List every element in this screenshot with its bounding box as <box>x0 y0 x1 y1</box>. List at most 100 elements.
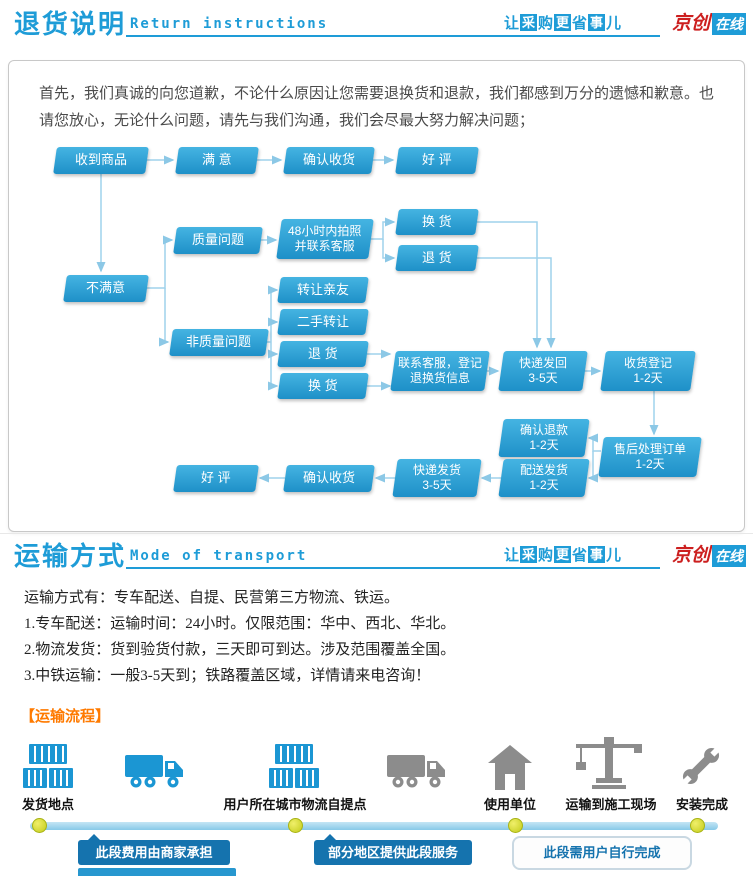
stop-label-origin: 发货地点 <box>21 797 74 812</box>
timeline-label-merchant-pays: 此段费用由商家承担 <box>78 834 230 865</box>
flow-node-label: 联系客服，登记 退换货信息 <box>397 356 482 385</box>
flow-node-non-quality-issue: 非质量问题 <box>169 329 269 356</box>
stop-label-installed: 安装完成 <box>675 797 728 812</box>
return-intro-text: 首先，我们真诚的向您道歉，不论什么原因让您需要退换货和退款，我们都感到万分的遗憾… <box>39 86 715 129</box>
tagline-char: 儿 <box>606 547 622 564</box>
flow-node-label: 二手转让 <box>296 313 349 329</box>
return-section-title: 退货说明 <box>14 10 127 39</box>
flow-node-label: 退 货 <box>308 345 338 361</box>
flow-node-label: 换 货 <box>308 377 338 393</box>
transport-flow-title: 【运输流程】 <box>20 708 111 725</box>
transport-section-subtitle: Mode of transport <box>130 548 308 564</box>
flow-node-receipt-register: 收货登记 1-2天 <box>600 351 696 391</box>
stop-label-user-unit: 使用单位 <box>483 797 536 812</box>
flow-node-give-to-friends: 转让亲友 <box>277 277 369 303</box>
flow-node-satisfied: 满 意 <box>175 147 259 174</box>
timeline-label-text: 此段费用由商家承担 <box>95 845 213 860</box>
tagline-char: 购 <box>538 547 554 564</box>
tagline-char: 让 <box>504 15 520 32</box>
transport-section-title: 运输方式 <box>14 542 127 571</box>
truck-icon <box>124 750 186 790</box>
wrench-icon <box>678 742 724 790</box>
flow-node-good-review: 好 评 <box>395 147 479 174</box>
section-divider <box>0 533 753 534</box>
flow-node-label: 转让亲友 <box>296 281 349 297</box>
flow-node-exchange-2: 换 货 <box>277 373 369 399</box>
flow-node-label: 满 意 <box>202 152 232 168</box>
tagline: 让采购更省事儿 <box>504 12 621 33</box>
flow-node-receive-goods: 收到商品 <box>53 147 149 174</box>
transport-description: 运输方式有：专车配送、自提、民营第三方物流、铁运。 1.专车配送：运输时间：24… <box>24 585 734 689</box>
tagline-char: 儿 <box>606 15 622 32</box>
flow-node-confirm-refund: 确认退款 1-2天 <box>498 419 590 457</box>
timeline-label-partial-service: 部分地区提供此段服务 <box>314 834 472 865</box>
flow-node-label: 收到商品 <box>74 152 127 168</box>
tagline-char-boxed: 更 <box>554 546 572 563</box>
brand-logo: 京创在线 <box>672 8 747 35</box>
timeline-label-user-complete: 此段需用户自行完成 <box>512 836 692 870</box>
flow-node-label: 好 评 <box>422 152 452 168</box>
truck-icon <box>386 750 448 790</box>
flow-node-confirm-receipt: 确认收货 <box>283 147 375 174</box>
brand-logo-text: 京创 <box>672 545 711 566</box>
transport-flow-visual: 发货地点 用户所在城市物流自提点 使用单位 运输到施工现场 安装完成 此段费用由… <box>0 728 753 876</box>
timeline-dot <box>32 818 47 833</box>
flow-node-label: 配送发货 1-2天 <box>519 463 568 492</box>
tagline: 让采购更省事儿 <box>504 544 621 565</box>
header-underline <box>126 567 660 569</box>
flow-node-label: 收货登记 1-2天 <box>623 356 672 385</box>
flow-node-label: 非质量问题 <box>186 334 252 350</box>
return-section-header: 退货说明 Return instructions 让采购更省事儿 京创在线 <box>0 4 753 44</box>
building-icon <box>488 744 532 790</box>
transport-line: 1.专车配送：运输时间：24小时。仅限范围：华中、西北、华北。 <box>24 616 456 632</box>
return-flow-panel: 首先，我们真诚的向您道歉，不论什么原因让您需要退换货和退款，我们都感到万分的遗憾… <box>8 60 745 532</box>
flow-node-label: 退 货 <box>422 249 452 265</box>
flow-node-label: 快递发货 3-5天 <box>412 463 461 492</box>
flow-node-good-review-2: 好 评 <box>173 465 259 492</box>
timeline-dot <box>288 818 303 833</box>
tagline-char-boxed: 更 <box>554 14 572 31</box>
tagline-char-boxed: 采 <box>520 14 538 31</box>
header-underline <box>126 35 660 37</box>
flow-node-label: 确认退款 1-2天 <box>519 423 568 452</box>
pointer-up-icon <box>324 834 336 840</box>
flow-node-secondhand-transfer: 二手转让 <box>277 309 369 335</box>
flow-node-exchange: 换 货 <box>395 209 479 235</box>
pointer-up-icon <box>88 834 100 840</box>
transport-section-header: 运输方式 Mode of transport 让采购更省事儿 京创在线 <box>0 536 753 576</box>
timeline-dot <box>508 818 523 833</box>
tagline-char-boxed: 采 <box>520 546 538 563</box>
timeline-label-text: 此段需用户自行完成 <box>543 845 661 860</box>
brand-logo-boxed-text: 在线 <box>712 545 747 567</box>
brand-logo-text: 京创 <box>672 13 711 34</box>
timeline-bar <box>30 822 718 830</box>
crane-icon <box>574 736 646 792</box>
flow-node-label: 售后处理订单 1-2天 <box>613 442 686 471</box>
transport-line: 运输方式有：专车配送、自提、民营第三方物流、铁运。 <box>24 590 400 606</box>
container-icon <box>268 742 320 790</box>
flow-node-aftersale-process: 售后处理订单 1-2天 <box>598 437 702 477</box>
flow-node-confirm-receipt-2: 确认收货 <box>283 465 375 492</box>
tagline-char-boxed: 事 <box>588 14 606 31</box>
flow-node-label: 确认收货 <box>302 152 355 168</box>
flow-node-label: 质量问题 <box>191 232 244 248</box>
stop-label-pickup-point: 用户所在城市物流自提点 <box>223 797 367 812</box>
flow-node-quality-issue: 质量问题 <box>173 227 263 254</box>
timeline-label-text: 部分地区提供此段服务 <box>327 845 458 860</box>
tagline-char: 省 <box>572 547 588 564</box>
return-section-subtitle: Return instructions <box>130 16 329 32</box>
flow-node-dispatch: 配送发货 1-2天 <box>498 459 590 497</box>
transport-line: 2.物流发货：货到验货付款，三天即可到达。涉及范围覆盖全国。 <box>24 642 456 658</box>
tagline-char: 省 <box>572 15 588 32</box>
tagline-char-boxed: 事 <box>588 546 606 563</box>
flow-node-return: 退 货 <box>395 245 479 271</box>
flow-node-label: 快递发回 3-5天 <box>518 356 567 385</box>
stop-label-site: 运输到施工现场 <box>565 797 657 812</box>
flow-node-label: 不满意 <box>86 280 126 296</box>
flow-node-label: 换 货 <box>422 213 452 229</box>
tagline-char: 购 <box>538 15 554 32</box>
brand-logo-boxed-text: 在线 <box>712 13 747 35</box>
container-icon <box>22 742 74 790</box>
flow-node-return-2: 退 货 <box>277 341 369 367</box>
flow-node-unsatisfied: 不满意 <box>63 275 149 302</box>
